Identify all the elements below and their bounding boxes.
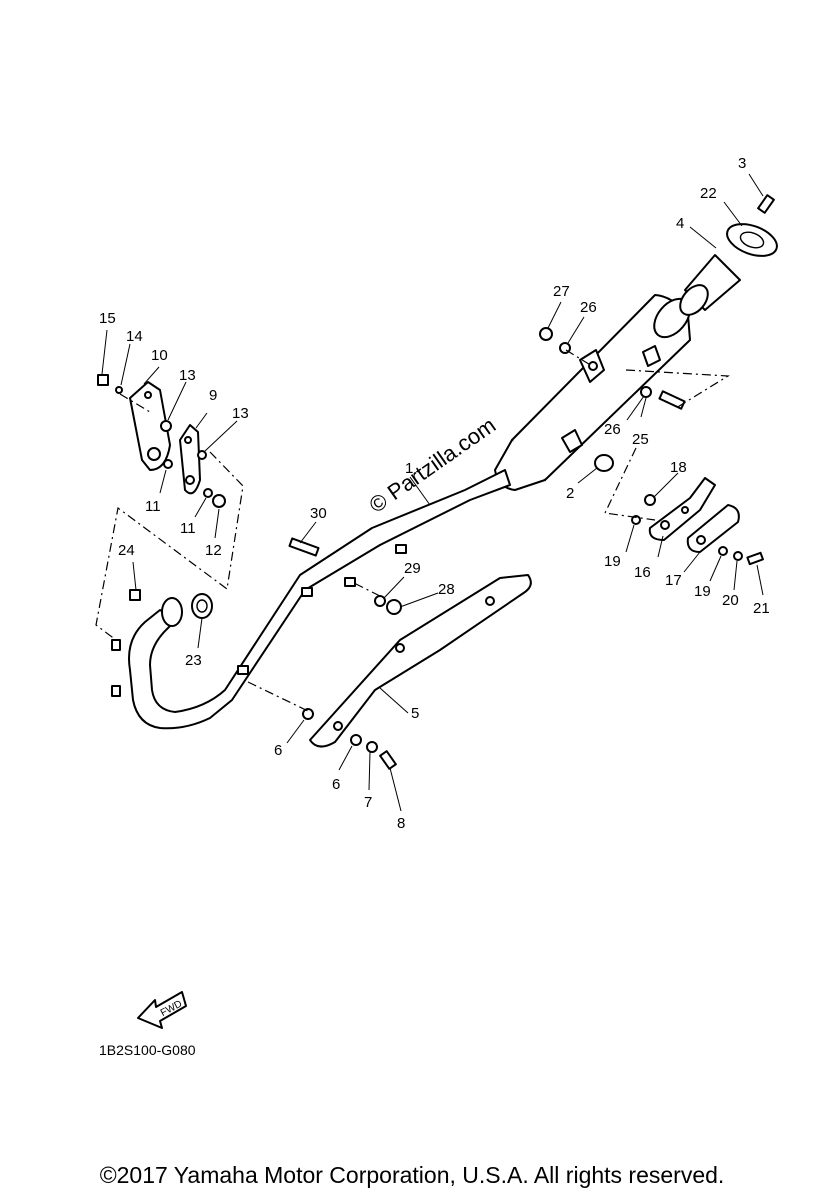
protector (302, 574, 532, 770)
callout-21: 21 (753, 600, 770, 617)
callout-14: 14 (126, 328, 143, 345)
callout-11b: 11 (180, 520, 196, 537)
callout-20: 20 (722, 592, 739, 609)
callout-22: 22 (700, 185, 717, 202)
callout-26b: 26 (580, 299, 597, 316)
callout-labels: 1 2 3 4 5 6 6 7 8 9 10 11 11 12 13 13 14… (99, 155, 770, 832)
callout-26a: 26 (604, 421, 621, 438)
phantom-lines (95, 349, 730, 713)
callout-25: 25 (632, 431, 649, 448)
callout-6a: 6 (274, 742, 282, 759)
diagram-ref-code: 1B2S100-G080 (99, 1042, 196, 1058)
callout-27: 27 (553, 283, 570, 300)
callout-2: 2 (566, 485, 574, 502)
callout-4: 4 (676, 215, 684, 232)
leader-lines (101, 173, 764, 812)
muffler (494, 194, 778, 566)
callout-15: 15 (99, 310, 116, 327)
callout-30: 30 (310, 505, 327, 522)
callout-19b: 19 (694, 583, 711, 600)
callout-1: 1 (405, 460, 413, 477)
callout-28: 28 (438, 581, 455, 598)
fwd-label: FWD (159, 999, 184, 1019)
callout-3: 3 (738, 155, 746, 172)
heat-guards (97, 374, 226, 508)
callout-19a: 19 (604, 553, 621, 570)
fwd-arrow-icon: FWD (137, 991, 187, 1029)
callout-24: 24 (118, 542, 135, 559)
callout-6b: 6 (332, 776, 340, 793)
callout-10: 10 (151, 347, 168, 364)
callout-9: 9 (209, 387, 217, 404)
callout-23: 23 (185, 652, 202, 669)
callout-5: 5 (411, 705, 419, 722)
callout-7: 7 (364, 794, 372, 811)
callout-18: 18 (670, 459, 687, 476)
callout-16: 16 (634, 564, 651, 581)
callout-17: 17 (665, 572, 682, 589)
callout-12: 12 (205, 542, 222, 559)
callout-29: 29 (404, 560, 421, 577)
callout-13a: 13 (179, 367, 196, 384)
callout-11a: 11 (145, 498, 161, 515)
copyright-text: ©2017 Yamaha Motor Corporation, U.S.A. A… (99, 1162, 725, 1188)
callout-13b: 13 (232, 405, 249, 422)
callout-8: 8 (397, 815, 405, 832)
exhaust-pipe (111, 469, 511, 730)
